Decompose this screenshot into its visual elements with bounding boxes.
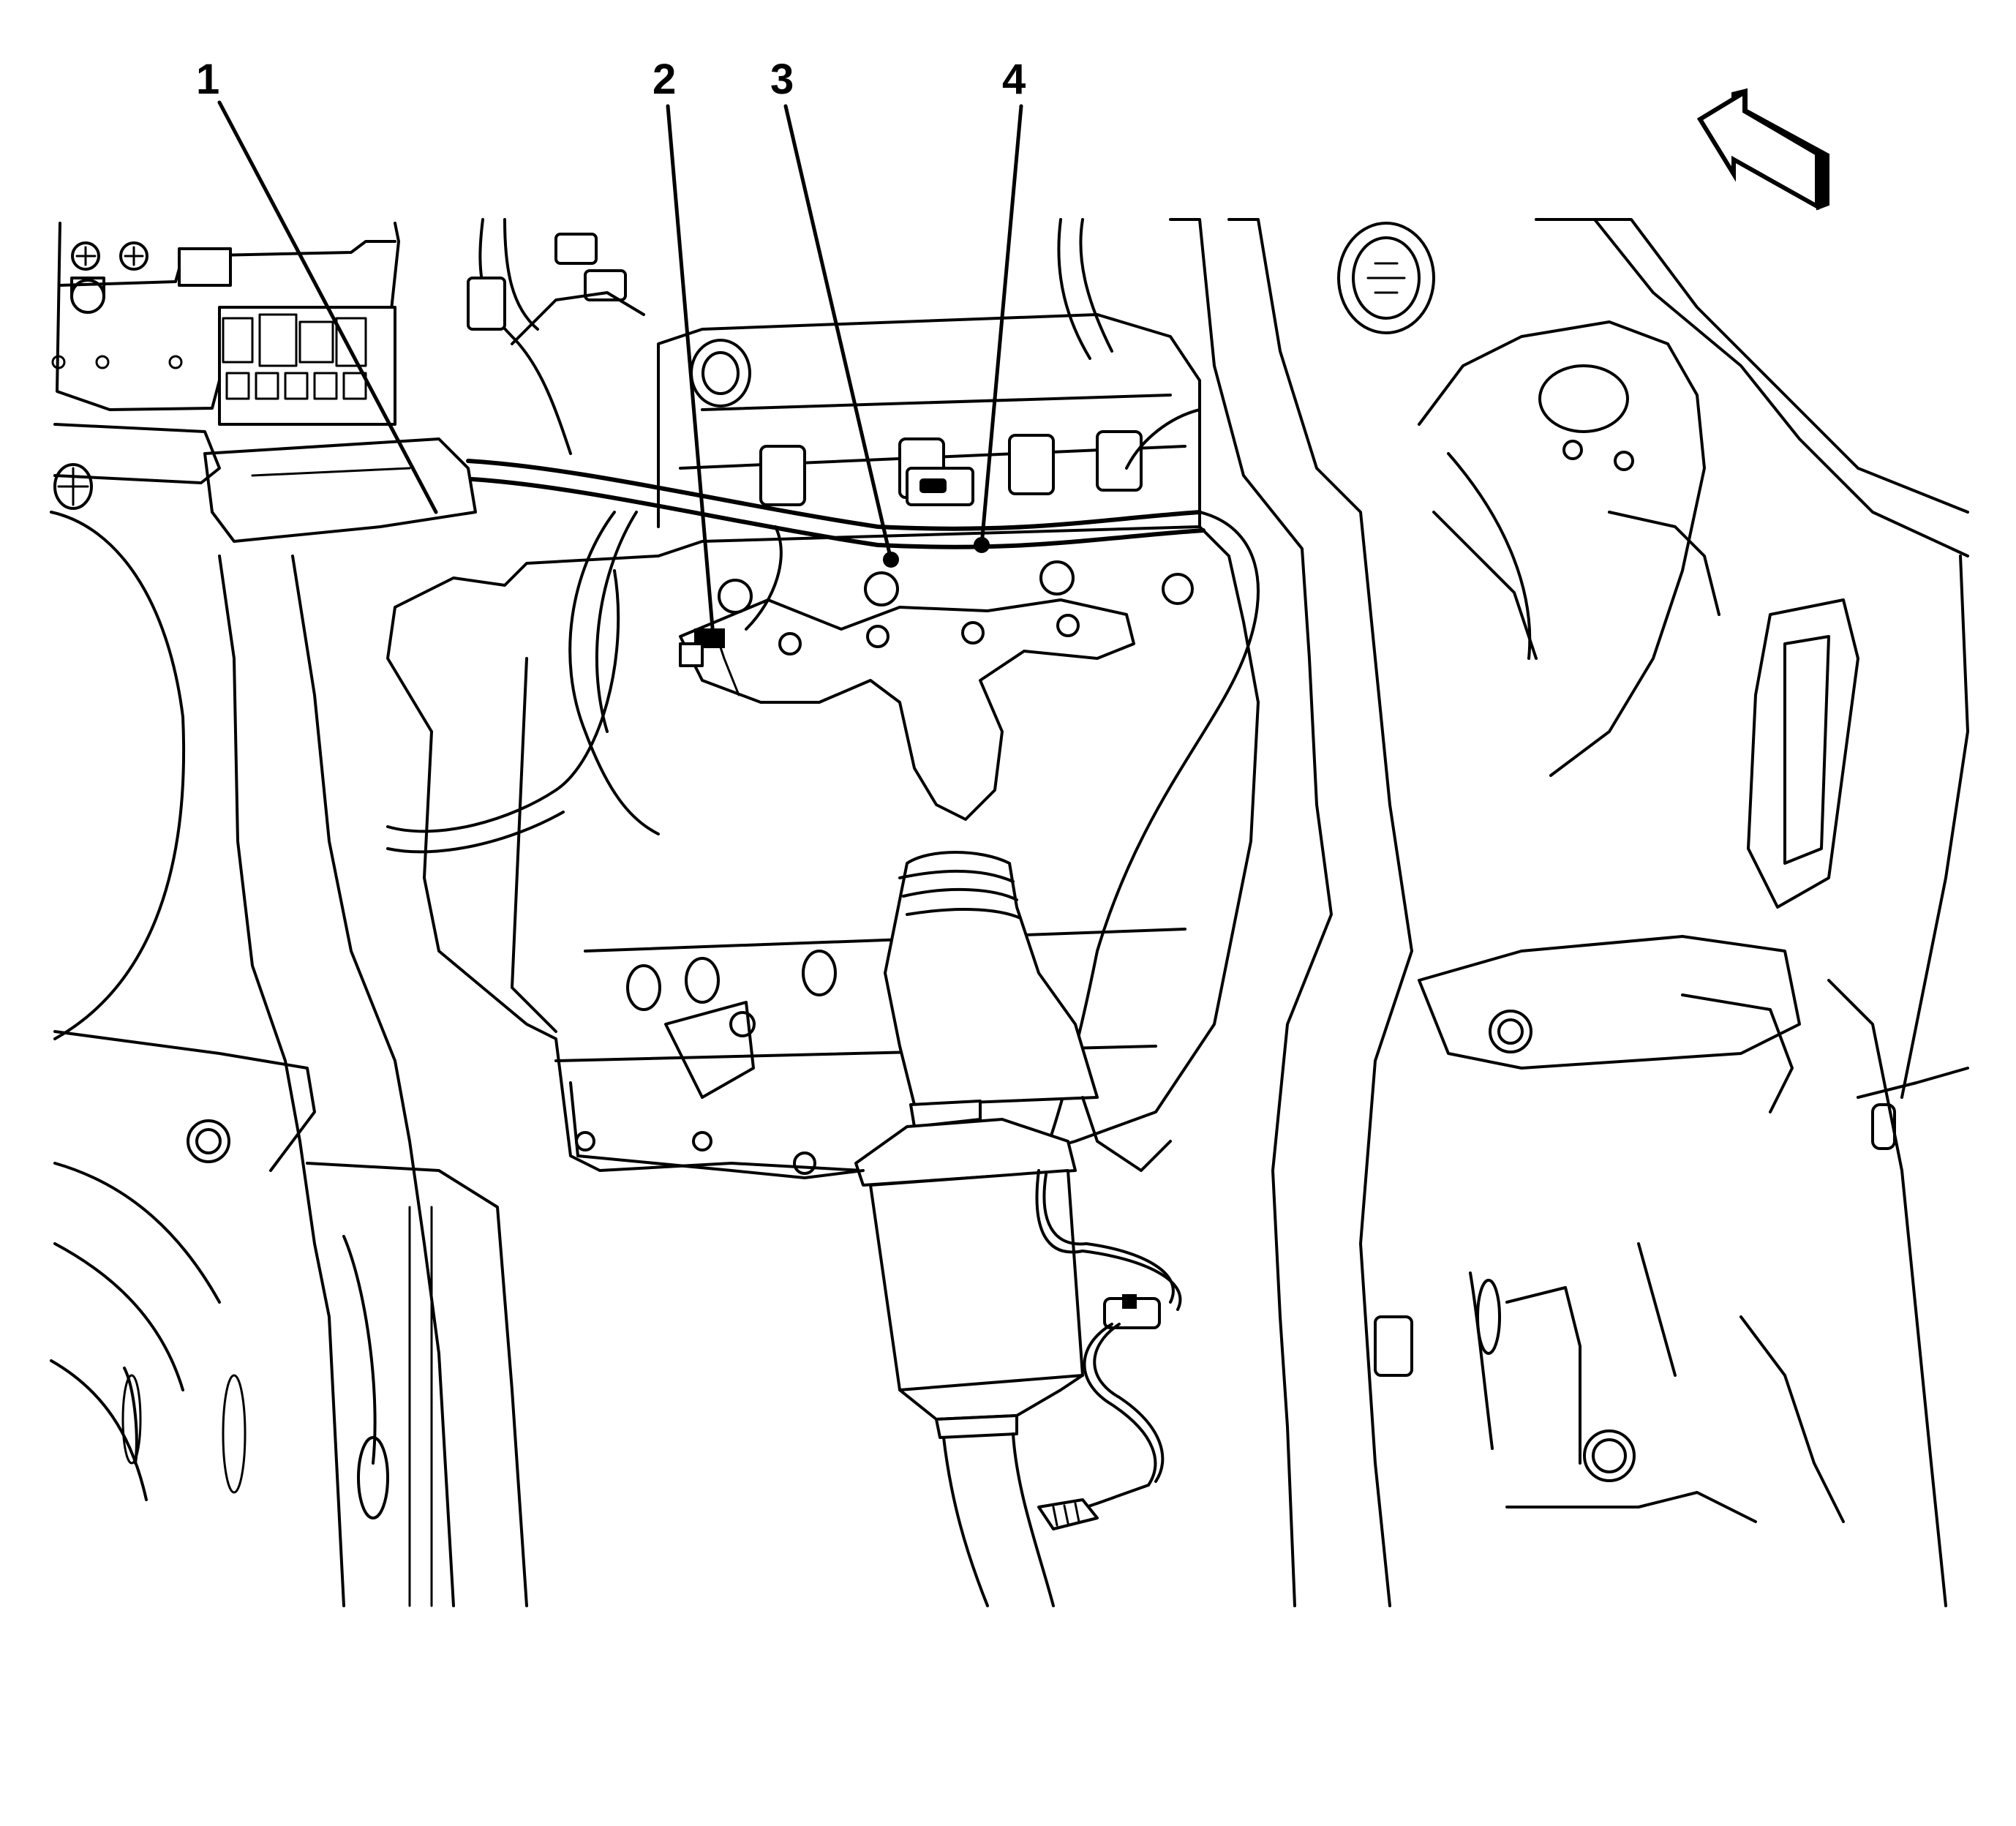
engine-block <box>386 313 1260 1175</box>
callout-1-label: 1 <box>196 56 219 103</box>
catalytic-converter <box>854 851 1099 1607</box>
left-frame-rail <box>50 437 528 1607</box>
callout-3-label: 3 <box>770 56 794 103</box>
front-direction-arrow-icon <box>1696 88 1829 211</box>
callout-1-leader <box>217 100 438 514</box>
right-frame-rail <box>1169 218 1969 1607</box>
callout-2-label: 2 <box>652 56 676 103</box>
engine-wiring-harness <box>386 218 1260 1172</box>
callout-labels: 1 2 3 4 <box>196 56 1026 103</box>
callout-4-dot <box>974 537 990 553</box>
callout-leaders <box>217 100 1023 639</box>
callout-4-label: 4 <box>1002 56 1026 103</box>
exhaust-manifold <box>679 560 1194 821</box>
callout-4-leader <box>979 104 1023 547</box>
callout-3-dot <box>883 552 899 568</box>
callout-2-leader <box>666 104 715 639</box>
oil-pan <box>569 1081 1172 1179</box>
fuse-block <box>51 222 400 510</box>
callout-3-leader <box>783 104 893 562</box>
heated-oxygen-sensor <box>1035 1169 1182 1530</box>
